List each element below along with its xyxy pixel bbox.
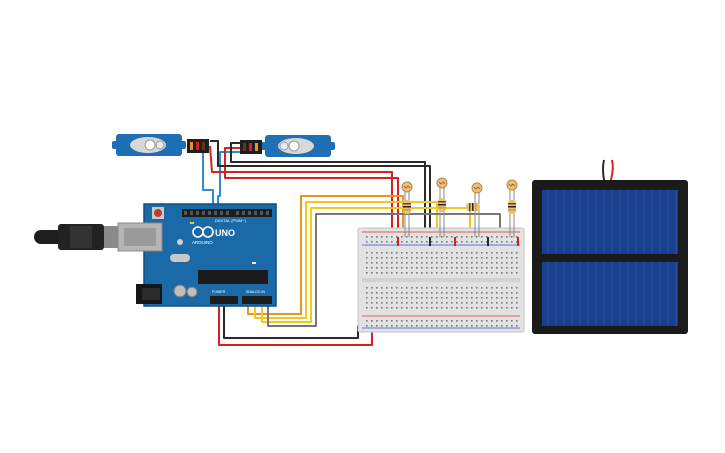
microcontroller-chip xyxy=(198,270,268,284)
resistor-2[interactable] xyxy=(438,198,446,212)
power-header[interactable] xyxy=(210,296,238,304)
reset-button-icon[interactable] xyxy=(152,207,164,219)
photoresistor-1[interactable] xyxy=(401,181,413,237)
arduino-uno[interactable]: DIGITAL (PWM~) UNO ARDUINO POWER ANALOG … xyxy=(117,203,277,307)
wire-red-solar[interactable] xyxy=(610,159,614,181)
photoresistor-3[interactable] xyxy=(471,182,483,237)
wire-yellow-sensor-2[interactable] xyxy=(261,207,471,323)
solar-cell-lines xyxy=(547,190,677,326)
breadboard-jumpers xyxy=(397,237,519,246)
wire-black-solar[interactable] xyxy=(602,159,605,181)
breadboard[interactable] xyxy=(357,227,525,333)
servo-left[interactable] xyxy=(112,134,209,156)
brand-label: ARDUINO xyxy=(192,240,213,245)
dc-jack-icon xyxy=(136,284,162,304)
resistor-1[interactable] xyxy=(403,200,411,214)
power-label: POWER xyxy=(212,290,226,294)
usb-connector-icon[interactable] xyxy=(34,224,118,250)
resistor-4[interactable] xyxy=(508,200,516,214)
wire-blue-servo-left[interactable] xyxy=(202,148,214,207)
breadboard-holes xyxy=(366,236,518,327)
model-label: UNO xyxy=(215,228,235,238)
wire-black-servo-left[interactable] xyxy=(210,140,431,238)
solar-panel[interactable] xyxy=(532,180,688,334)
photoresistor-2[interactable] xyxy=(436,177,448,237)
wire-black-servo-right[interactable] xyxy=(230,142,426,238)
analog-label: ANALOG IN xyxy=(246,290,266,294)
servo-right[interactable] xyxy=(240,135,335,157)
digital-header-label: DIGITAL (PWM~) xyxy=(215,218,247,223)
analog-header[interactable] xyxy=(242,296,272,304)
wire-gray-sensor[interactable] xyxy=(267,213,501,327)
arduino-logo xyxy=(192,226,214,238)
wire-red-servo-left[interactable] xyxy=(209,145,393,238)
wire-blue-servo-right[interactable] xyxy=(217,151,240,207)
resistor-3[interactable] xyxy=(466,203,480,211)
